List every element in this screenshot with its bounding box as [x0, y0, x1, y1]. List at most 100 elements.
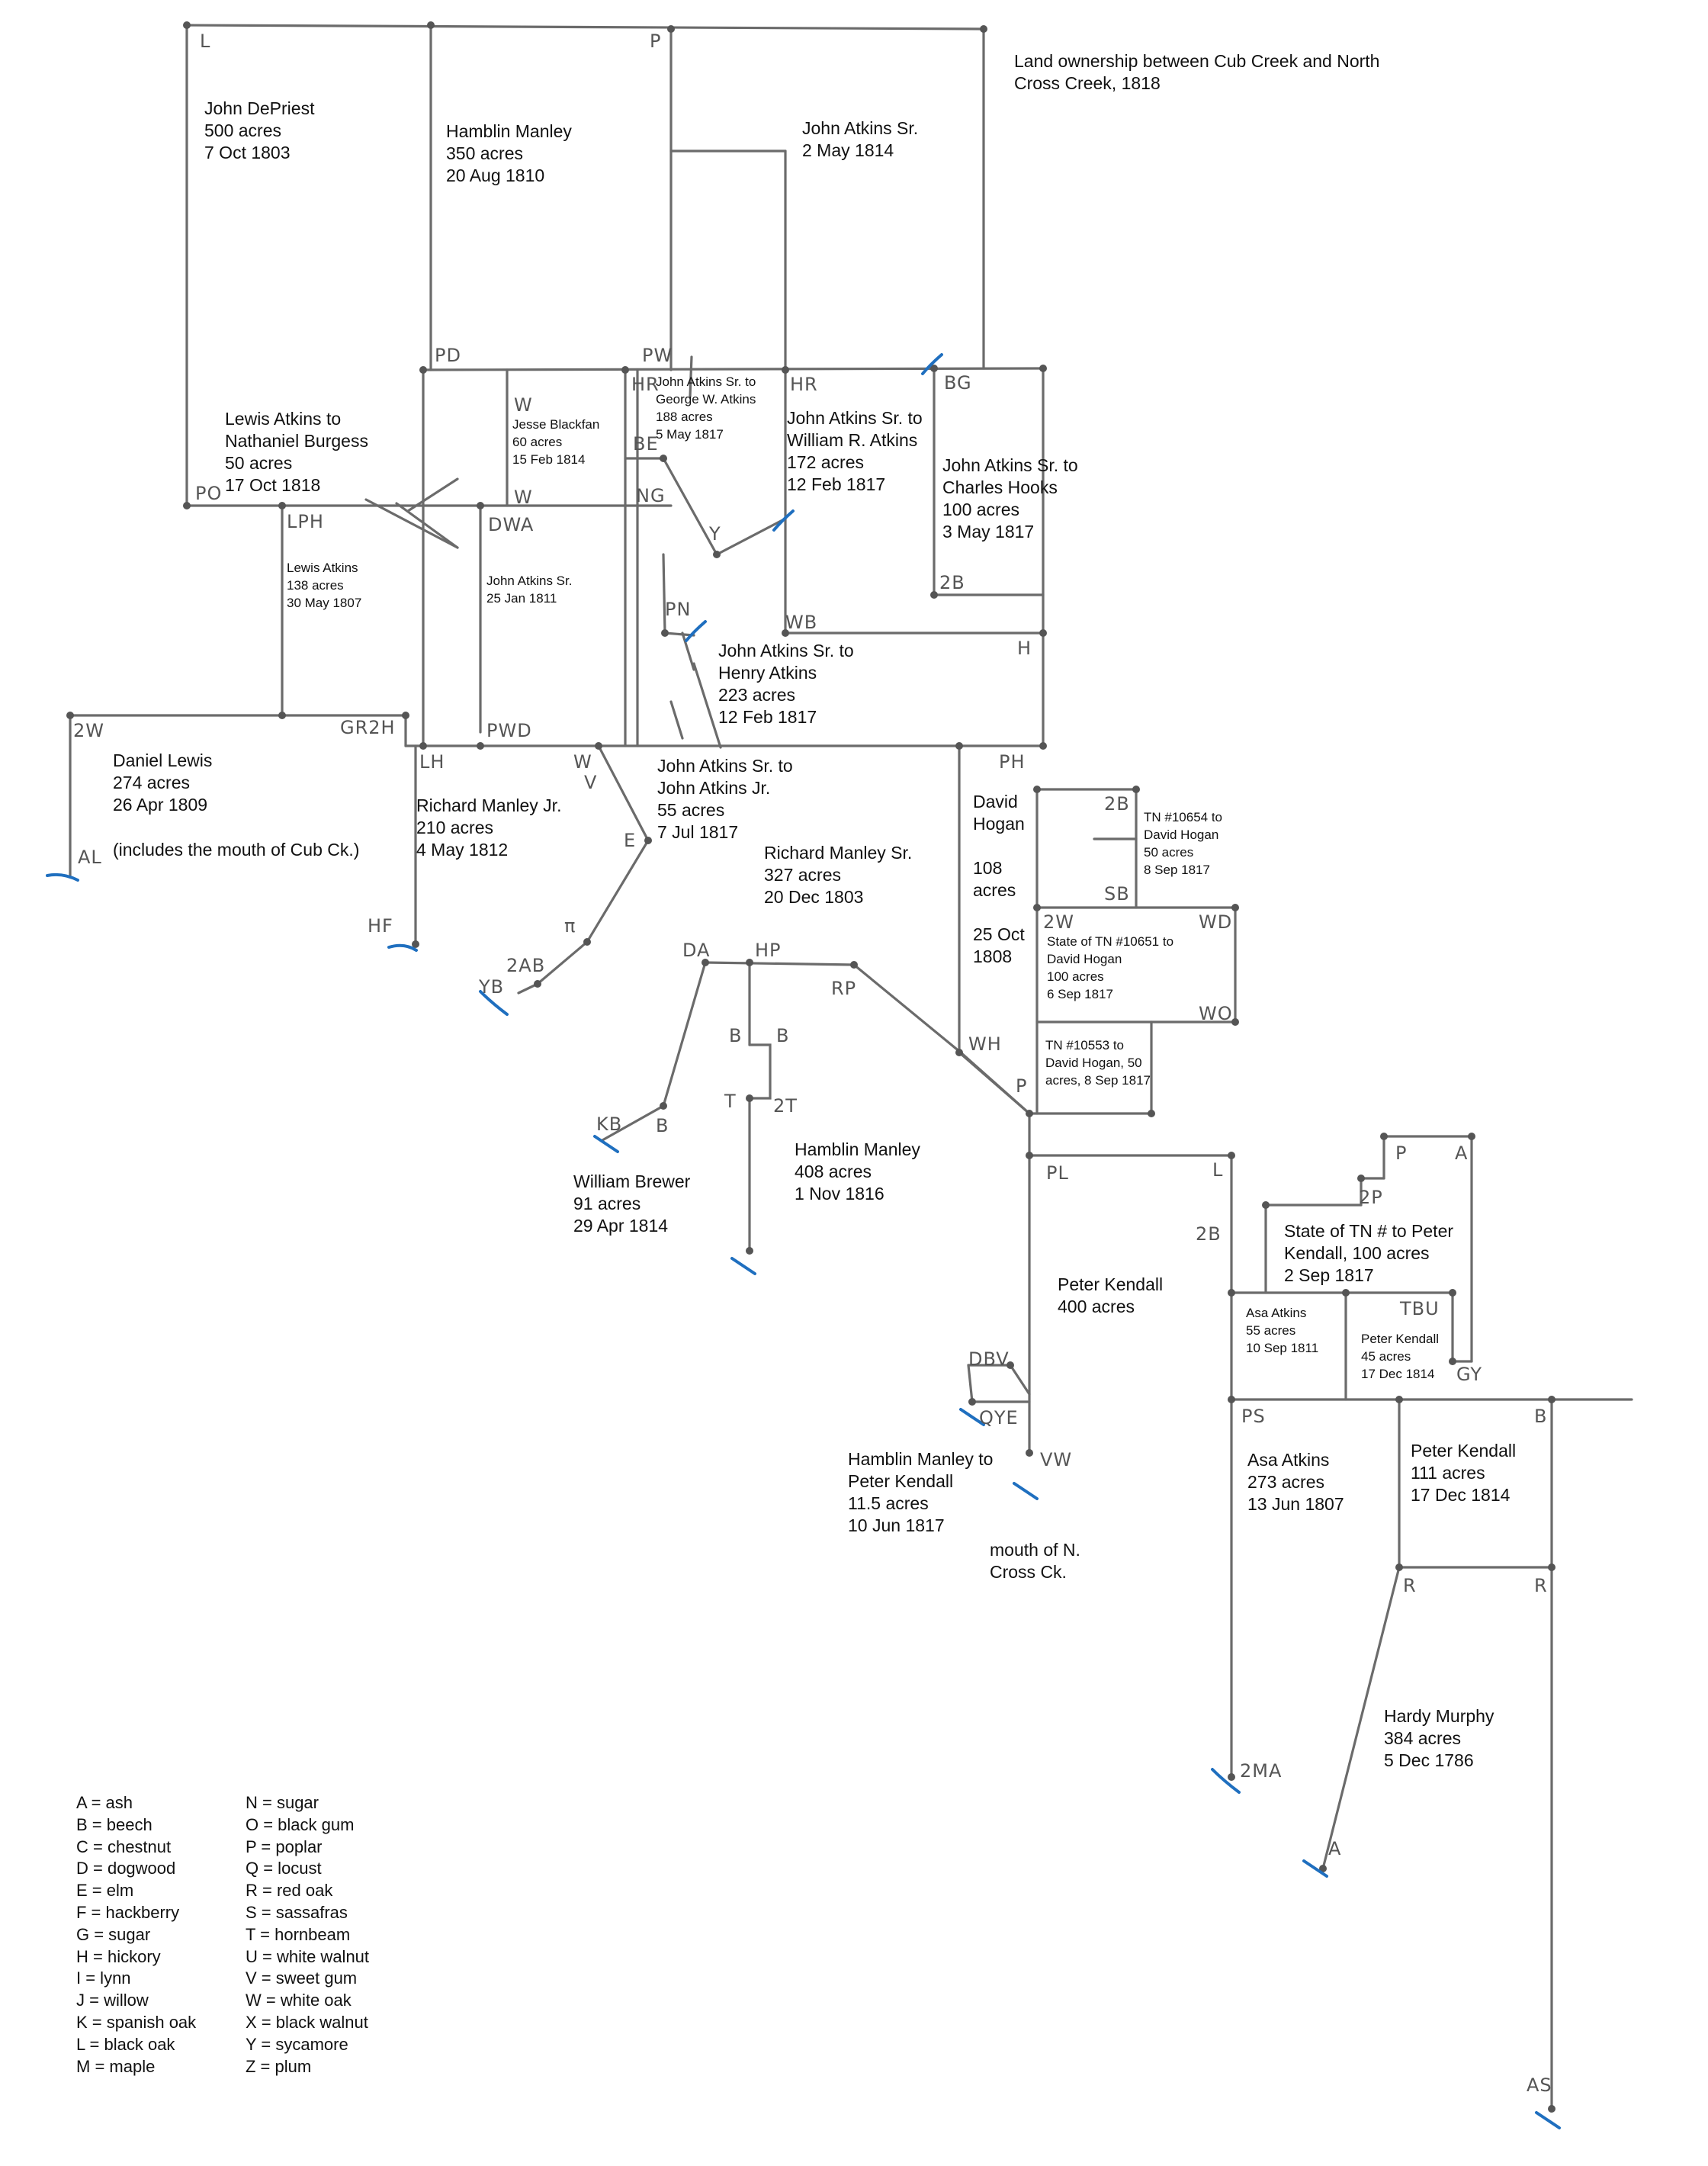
legend-item: L = black oak [76, 2034, 175, 2054]
tract-hardy-murphy: Hardy Murphy 384 acres 5 Dec 1786 [1384, 1706, 1494, 1770]
tract-henry-atkins: John Atkins Sr. to Henry Atkins 223 acre… [718, 641, 854, 727]
corner-label: AL [78, 847, 102, 868]
corner-label: SB [1104, 883, 1130, 905]
corner-label: 2W [73, 720, 104, 741]
tract-nathaniel-burgess: Lewis Atkins to Nathaniel Burgess 50 acr… [225, 409, 368, 495]
corner-label: R [1403, 1575, 1417, 1596]
tract-peter-kendall-45: Peter Kendall 45 acres 17 Dec 1814 [1361, 1332, 1440, 1381]
corner-label: B [729, 1025, 743, 1046]
corner-label: PN [665, 599, 692, 620]
tract-peter-kendall-111: Peter Kendall 111 acres 17 Dec 1814 [1411, 1441, 1517, 1505]
corner-label: 2B [1196, 1223, 1222, 1245]
corner-label: TBU [1400, 1298, 1440, 1319]
legend-tree-codes-right: N = sugar O = black gum P = poplar Q = l… [246, 1792, 369, 2078]
legend-item: U = white walnut [246, 1946, 370, 1966]
corner-points [66, 21, 1556, 2113]
corner-label: 2MA [1240, 1760, 1283, 1782]
legend-item: H = hickory [76, 1946, 161, 1966]
corner-label: 2P [1359, 1187, 1383, 1208]
tract-william-r-atkins: John Atkins Sr. to William R. Atkins 172… [787, 408, 923, 494]
boundary-lines [69, 24, 1633, 2110]
legend-item: B = beech [76, 1814, 152, 1834]
tract-tn-10553: TN #10553 to David Hogan, 50 acres, 8 Se… [1045, 1038, 1151, 1088]
legend-item: P = poplar [246, 1837, 323, 1856]
corner-label: V [584, 772, 598, 793]
legend-item: Q = locust [246, 1859, 322, 1878]
corner-label: B [1534, 1406, 1548, 1427]
tract-john-depriest: John DePriest 500 acres 7 Oct 1803 [204, 98, 315, 162]
legend-item: O = black gum [246, 1814, 355, 1834]
tract-john-atkins-sr-1811: John Atkins Sr. 25 Jan 1811 [486, 574, 573, 606]
tract-john-atkins-jr: John Atkins Sr. to John Atkins Jr. 55 ac… [657, 756, 793, 842]
corner-label: Y [709, 523, 721, 545]
legend-item: Z = plum [246, 2056, 312, 2076]
corner-label: A [1328, 1838, 1342, 1859]
note-mouth-of-cub-creek: (includes the mouth of Cub Ck.) [113, 840, 360, 860]
corner-label: A [1455, 1142, 1469, 1164]
corner-label: HP [755, 940, 782, 961]
legend-item: F = hackberry [76, 1902, 180, 1922]
corner-label: P [1016, 1075, 1028, 1097]
legend-item: R = red oak [246, 1881, 333, 1901]
corner-label: 2B [1104, 793, 1130, 815]
corner-label: B [776, 1025, 790, 1046]
corner-label: NG [636, 485, 666, 506]
corner-label: HR [790, 374, 818, 395]
creek-marks [46, 353, 1561, 2129]
tract-tn-10654: TN #10654 to David Hogan 50 acres 8 Sep … [1144, 810, 1223, 877]
corner-label: WB [785, 612, 818, 633]
corner-label: T [724, 1091, 737, 1112]
tract-jesse-blackfan: Jesse Blackfan 60 acres 15 Feb 1814 [512, 417, 600, 467]
corner-label: PWD [486, 720, 532, 741]
tract-asa-atkins-55: Asa Atkins 55 acres 10 Sep 1811 [1246, 1306, 1319, 1355]
corner-label: DWA [488, 514, 535, 535]
corner-label: PH [999, 751, 1026, 773]
corner-label: GY [1456, 1364, 1483, 1385]
corner-label: B [656, 1115, 669, 1136]
corner-label: AS [1527, 2074, 1552, 2096]
tract-peter-kendall-400: Peter Kendall 400 acres [1058, 1274, 1164, 1316]
legend-item: Y = sycamore [246, 2034, 348, 2054]
tract-david-hogan-108: David Hogan 108 acres 25 Oct 1808 [973, 792, 1025, 966]
legend-item: C = chestnut [76, 1837, 172, 1856]
corner-label: W [514, 394, 533, 416]
legend-item: E = elm [76, 1881, 134, 1901]
legend-item: S = sassafras [246, 1902, 348, 1922]
corner-label: PS [1241, 1406, 1266, 1427]
map-title: Land ownership between Cub Creek and Nor… [1014, 51, 1380, 93]
corner-label: 2W [1043, 911, 1074, 933]
note-mouth-of-n-cross-creek: mouth of N. Cross Ck. [990, 1540, 1080, 1582]
legend-item: D = dogwood [76, 1859, 176, 1878]
corner-label: BG [944, 372, 972, 394]
corner-label: KB [596, 1114, 623, 1135]
tract-state-tn-to-kendall: State of TN # to Peter Kendall, 100 acre… [1284, 1221, 1454, 1285]
corner-label: WH [968, 1033, 1002, 1055]
corner-label: E [624, 830, 637, 851]
corner-label: W [514, 487, 533, 508]
corner-label: PL [1046, 1162, 1069, 1184]
legend-item: X = black walnut [246, 2012, 368, 2032]
legend-item: K = spanish oak [76, 2012, 197, 2032]
tract-daniel-lewis: Daniel Lewis 274 acres 26 Apr 1809 [113, 750, 213, 815]
legend-item: I = lynn [76, 1968, 131, 1988]
corner-label: YB [479, 976, 505, 998]
legend-item: G = sugar [76, 1924, 151, 1944]
corner-label: L [1212, 1159, 1224, 1181]
tract-manley-to-kendall: Hamblin Manley to Peter Kendall 11.5 acr… [848, 1449, 994, 1535]
corner-label: LPH [287, 511, 324, 532]
corner-label: 2B [939, 572, 965, 593]
corner-label: RP [831, 978, 857, 999]
corner-label: DBV [968, 1348, 1010, 1370]
corner-label: H [1017, 638, 1032, 659]
corner-label: PW [642, 345, 673, 366]
corner-label: LH [419, 751, 445, 773]
corner-label: WO [1199, 1003, 1233, 1024]
corner-label: L [200, 31, 211, 52]
corner-label: P [1395, 1142, 1408, 1164]
corner-label: HR [631, 374, 660, 395]
legend-item: M = maple [76, 2056, 156, 2076]
corner-label: R [1534, 1575, 1548, 1596]
corner-label: HF [368, 915, 393, 937]
corner-label: QYE [979, 1407, 1019, 1428]
